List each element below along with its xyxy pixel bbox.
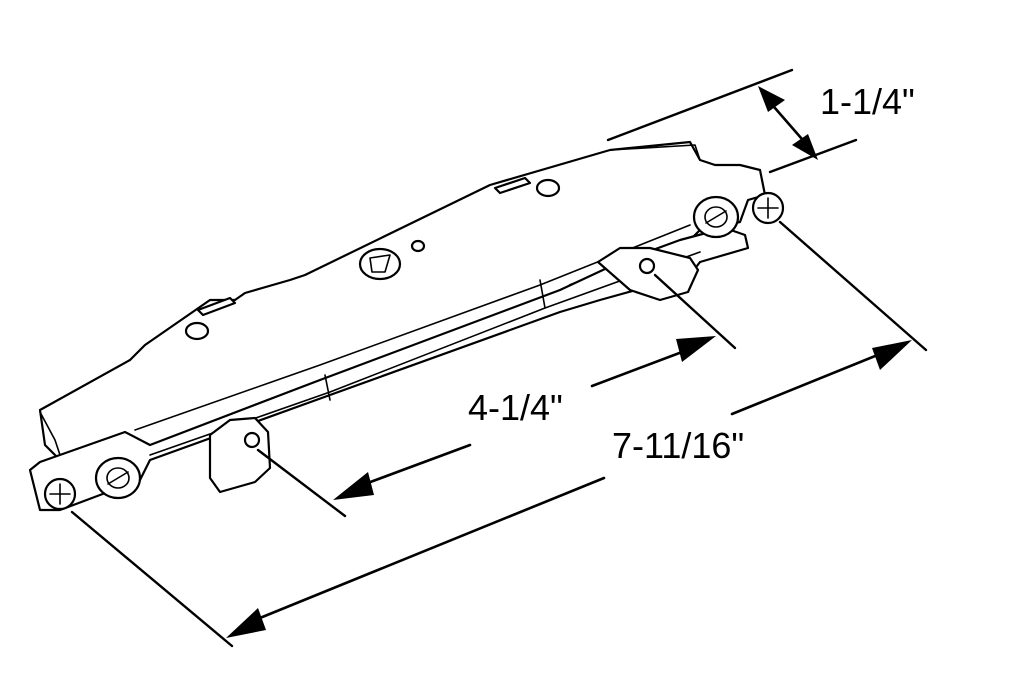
- height-arrow-bottom: [792, 134, 818, 160]
- height-label: 1-1/4": [820, 81, 915, 122]
- latch-dimension-line-left: [363, 443, 472, 486]
- plate-hole-1: [184, 321, 210, 341]
- length-arrow-right: [872, 340, 912, 370]
- latch-extension-left: [256, 448, 347, 518]
- screw-icon: [43, 477, 77, 511]
- left-step: [39, 411, 61, 456]
- latch-dimension-line-right: [590, 347, 692, 388]
- latch-hook-icon-right: [596, 246, 700, 302]
- latch-spacing-label: 4-1/4": [468, 387, 563, 428]
- top-ridge: [609, 144, 701, 161]
- overall-length-label: 7-11/16": [612, 425, 744, 466]
- left-screw-boss: [94, 456, 142, 500]
- height-extension-top: [606, 68, 794, 142]
- screw-icon-right: [751, 191, 785, 225]
- plate-slot-1: [196, 296, 237, 317]
- right-screw-boss: [692, 195, 740, 239]
- plate-hole-3: [410, 239, 426, 253]
- latch-spacing-dimension: 4-1/4": [256, 273, 737, 518]
- mortise-lock-body-icon: [28, 140, 785, 512]
- length-dimension-line-left: [253, 476, 606, 622]
- length-extension-left: [70, 510, 234, 648]
- height-dimension: 1-1/4": [606, 68, 915, 174]
- latch-extension-right: [653, 273, 737, 350]
- length-dimension-line-right: [730, 350, 887, 416]
- plate-hole-2: [535, 178, 561, 198]
- slot-divider-2: [539, 279, 546, 309]
- latch-arrow-right: [676, 336, 716, 362]
- plate-slot-2: [493, 176, 532, 195]
- latch-arrow-left: [333, 472, 374, 500]
- length-extension-right: [778, 220, 928, 352]
- slot-divider-1: [324, 374, 331, 401]
- length-arrow-left: [226, 608, 266, 638]
- overall-length-dimension: 7-11/16": [70, 220, 928, 648]
- height-arrow-top: [758, 86, 785, 112]
- key-cylinder-icon: [358, 247, 402, 281]
- height-dimension-line: [766, 98, 810, 148]
- latch-hook-icon: [208, 416, 272, 494]
